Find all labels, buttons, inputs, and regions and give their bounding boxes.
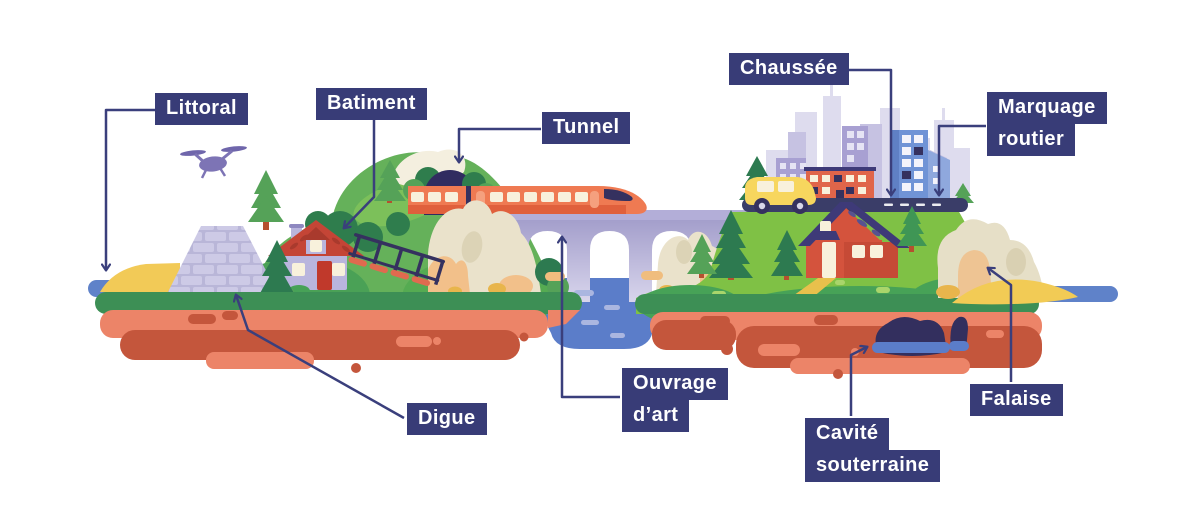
stairs xyxy=(348,233,446,286)
connector-digue xyxy=(236,295,405,420)
label-text: Littoral xyxy=(155,93,248,125)
label-marquage-routier: Marquage routier xyxy=(987,92,1107,156)
connector-littoral xyxy=(106,108,155,270)
connectors xyxy=(106,68,1013,420)
terrain-right xyxy=(650,312,1042,379)
building-blue xyxy=(890,130,950,200)
terrain-left xyxy=(100,310,580,373)
label-tunnel: Tunnel xyxy=(542,112,631,144)
label-falaise: Falaise xyxy=(970,384,1063,416)
road-marking xyxy=(884,203,941,206)
label-text-line2: d’art xyxy=(622,400,690,432)
pine-trees-right xyxy=(687,206,927,280)
path xyxy=(790,278,836,298)
connector-cavite-souterraine xyxy=(849,347,867,416)
label-text-line1: Ouvrage xyxy=(622,368,728,400)
label-text-line2: routier xyxy=(987,124,1076,156)
label-text: Batiment xyxy=(316,88,427,120)
beach-sand xyxy=(952,279,1078,305)
label-text-line1: Marquage xyxy=(987,92,1107,124)
ground-strip-left xyxy=(95,292,582,314)
underground-cavity xyxy=(872,316,969,356)
city-skyline xyxy=(739,84,974,207)
pine-tree xyxy=(248,160,406,230)
connector-falaise xyxy=(988,268,1013,382)
rocks-left xyxy=(428,200,569,298)
label-text-line2: souterraine xyxy=(805,450,941,482)
connector-tunnel xyxy=(459,127,541,162)
ground-strip-right xyxy=(635,294,1039,314)
drone-icon xyxy=(180,146,247,179)
label-littoral: Littoral xyxy=(155,93,248,125)
car xyxy=(745,177,816,214)
beach-sand-left xyxy=(100,263,180,292)
label-digue: Digue xyxy=(407,403,487,435)
bridge-deck xyxy=(452,210,768,220)
label-text: Chaussée xyxy=(729,53,849,85)
connector-batiment xyxy=(344,118,376,228)
train-windshield xyxy=(604,189,633,201)
connector-marquage-routier xyxy=(939,124,986,195)
connector-chaussee xyxy=(846,68,891,195)
label-text: Digue xyxy=(407,403,487,435)
label-text-line1: Cavité xyxy=(805,418,890,450)
label-chaussee: Chaussée xyxy=(729,53,849,85)
label-ouvrage-dart: Ouvrage d’art xyxy=(622,368,728,432)
pine-tree xyxy=(259,240,295,298)
label-text: Tunnel xyxy=(542,112,631,144)
train xyxy=(408,186,647,214)
house xyxy=(790,202,910,298)
label-text: Falaise xyxy=(970,384,1063,416)
connector-ouvrage-dart xyxy=(562,237,620,399)
dike xyxy=(168,226,277,292)
label-batiment: Batiment xyxy=(316,88,427,120)
label-cavite-souterraine: Cavité souterraine xyxy=(805,418,941,482)
